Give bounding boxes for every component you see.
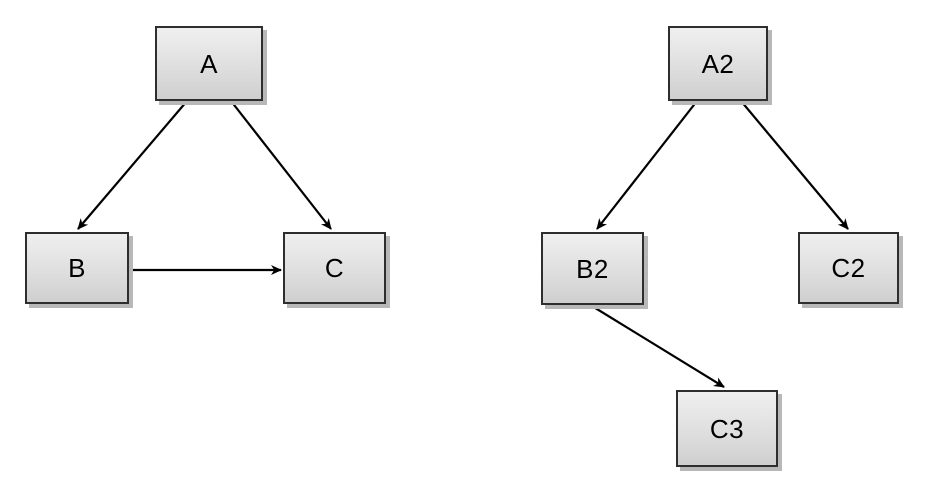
edge-lines	[77, 100, 849, 388]
node-a2[interactable]: A2	[668, 26, 768, 101]
node-b2[interactable]: B2	[541, 232, 644, 305]
node-b[interactable]: B	[25, 232, 129, 304]
node-label-b2: B2	[576, 253, 609, 284]
edge-a-b	[77, 100, 188, 230]
edge-a-c	[230, 100, 332, 230]
node-label-c2: C2	[831, 253, 866, 283]
node-label-a: A	[200, 48, 218, 79]
node-c3[interactable]: C3	[676, 390, 778, 467]
node-label-b: B	[68, 253, 86, 283]
node-label-a2: A2	[701, 48, 735, 79]
edge-a2-b2	[596, 100, 698, 230]
edge-a2-c2	[740, 100, 849, 230]
node-a[interactable]: A	[155, 26, 263, 101]
edge-b2-c3	[591, 305, 725, 388]
node-c2[interactable]: C2	[798, 232, 899, 304]
node-c[interactable]: C	[283, 232, 386, 304]
node-label-c3: C3	[709, 413, 745, 444]
node-label-c: C	[324, 253, 345, 283]
